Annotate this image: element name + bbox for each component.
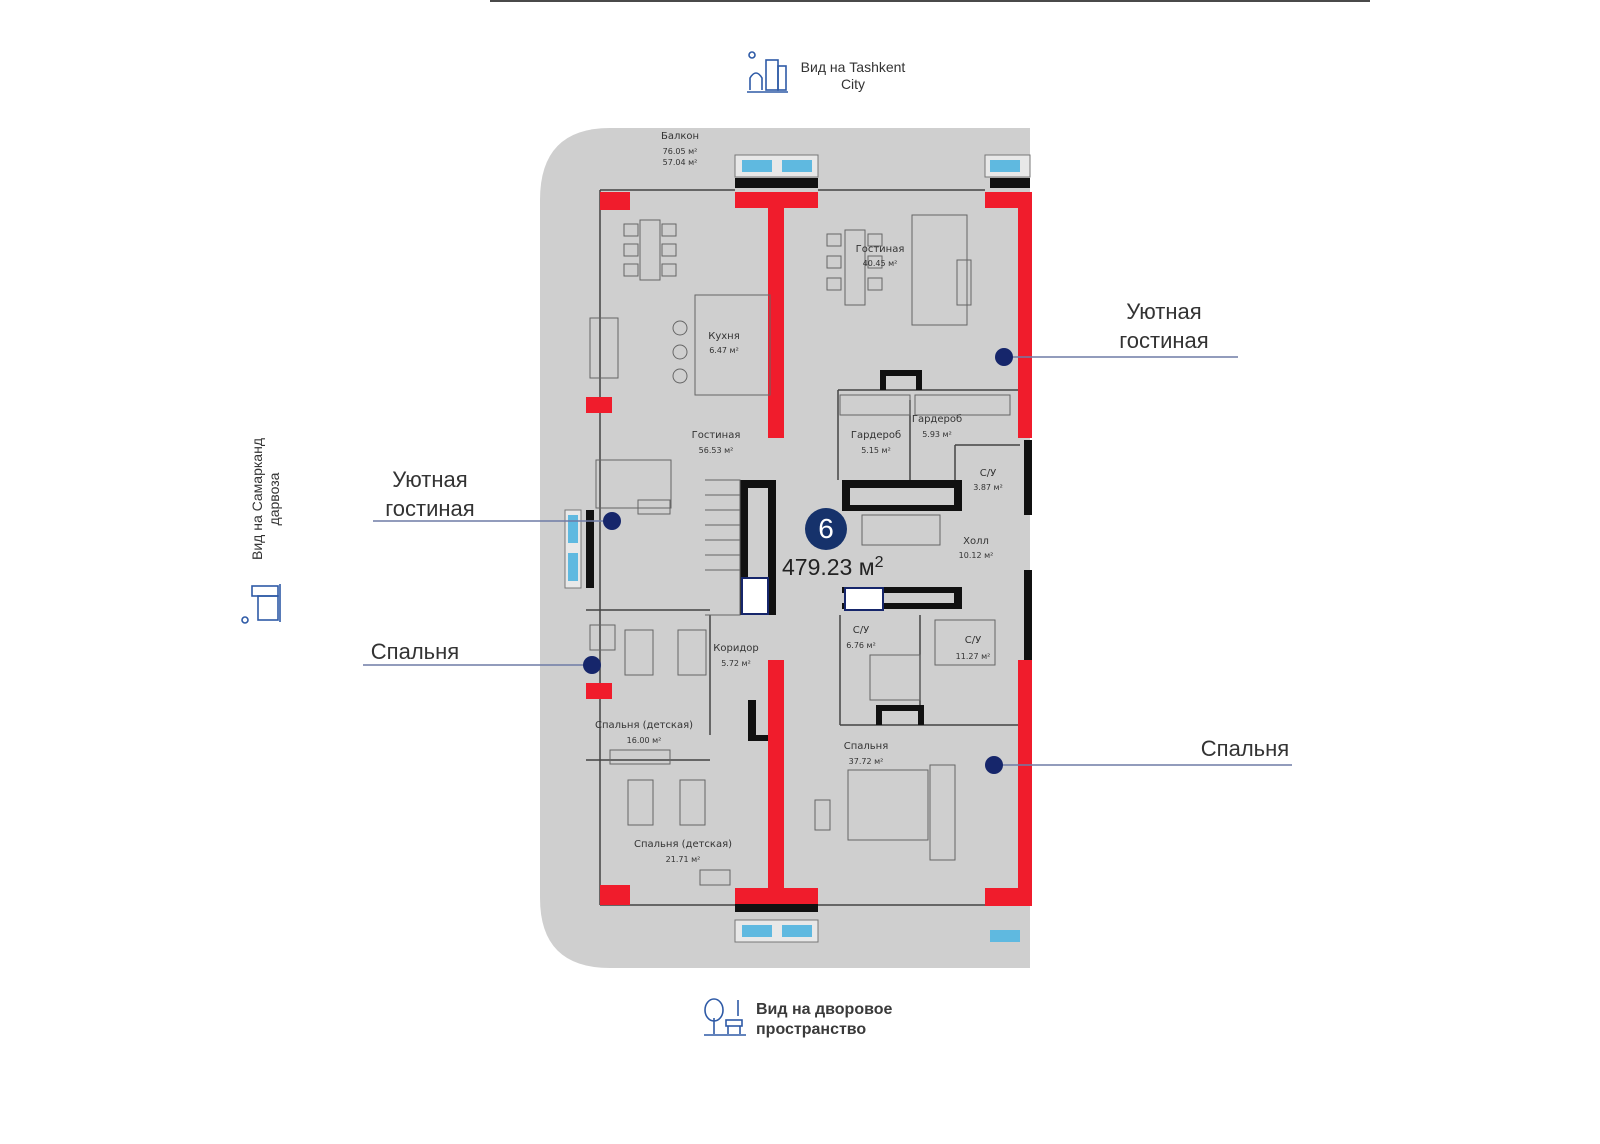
room-area: 56.53 м² xyxy=(699,446,734,455)
room-label: Балкон xyxy=(661,131,699,142)
gate-buildings-icon xyxy=(241,584,281,624)
marker-dot-4 xyxy=(985,756,1003,774)
room-area: 6.47 м² xyxy=(709,346,739,355)
room-label: Гостиная xyxy=(856,244,905,255)
callout-bedroom-left: Спальня xyxy=(370,639,460,664)
callout-living-right: Уютная гостиная xyxy=(1119,299,1209,353)
marker-dot-2 xyxy=(603,512,621,530)
room-label: Гардероб xyxy=(912,414,962,425)
marker-dot-3 xyxy=(583,656,601,674)
callout-living-left: Уютная гостиная xyxy=(385,467,475,521)
floor-slab xyxy=(540,128,1030,968)
view-north-label: Вид на Tashkent City xyxy=(800,59,906,92)
city-buildings-icon xyxy=(747,51,788,93)
room-label: Спальня xyxy=(844,741,889,752)
room-area: 10.12 м² xyxy=(959,551,994,560)
furniture xyxy=(589,214,1011,886)
area-unit-superscript: 2 xyxy=(874,554,884,571)
apartment-number-badge: 6 xyxy=(805,508,847,550)
view-west-label: Вид на Самарканд дарвоза xyxy=(249,438,282,560)
room-area: 40.45 м² xyxy=(863,259,898,268)
marker-dot-1 xyxy=(995,348,1013,366)
room-label: Спальня (детская) xyxy=(634,839,732,850)
room-label: Спальня (детская) xyxy=(595,720,693,731)
room-area: 21.71 м² xyxy=(666,855,701,864)
heavy-walls xyxy=(586,178,1032,912)
room-label: Холл xyxy=(963,536,989,547)
room-area: 16.00 м² xyxy=(627,736,662,745)
room-area: 5.15 м² xyxy=(861,446,891,455)
room-area: 37.72 м² xyxy=(849,757,884,766)
room-label: Гостиная xyxy=(692,430,741,441)
windows xyxy=(564,154,1031,943)
room-area: 6.76 м² xyxy=(846,641,876,650)
room-label: Коридор xyxy=(713,643,758,654)
room-label: Гардероб xyxy=(851,430,901,441)
room-label: С/У xyxy=(980,468,996,479)
room-area: 5.93 м² xyxy=(922,430,952,439)
room-area: 5.72 м² xyxy=(721,659,751,668)
room-label: С/У xyxy=(853,625,869,636)
room-area: 11.27 м² xyxy=(956,652,991,661)
room-label: Кухня xyxy=(708,331,740,342)
total-area-value: 479.23 м xyxy=(782,554,875,580)
top-border-line xyxy=(490,0,1370,2)
callout-markers xyxy=(363,348,1292,774)
room-area: 57.04 м² xyxy=(663,158,698,167)
view-south-label: Вид на дворовое пространство xyxy=(756,1001,893,1038)
room-area: 76.05 м² xyxy=(663,147,698,156)
callout-bedroom-right: Спальня xyxy=(1200,736,1290,761)
room-label: С/У xyxy=(965,635,981,646)
courtyard-tree-bench-icon xyxy=(704,998,746,1036)
room-labels: Балкон 76.05 м² 57.04 м² Гостиная 40.45 … xyxy=(595,131,1003,864)
room-area: 3.87 м² xyxy=(973,483,1003,492)
structural-columns xyxy=(586,192,1032,906)
total-area: 479.23 м2 xyxy=(782,554,883,581)
